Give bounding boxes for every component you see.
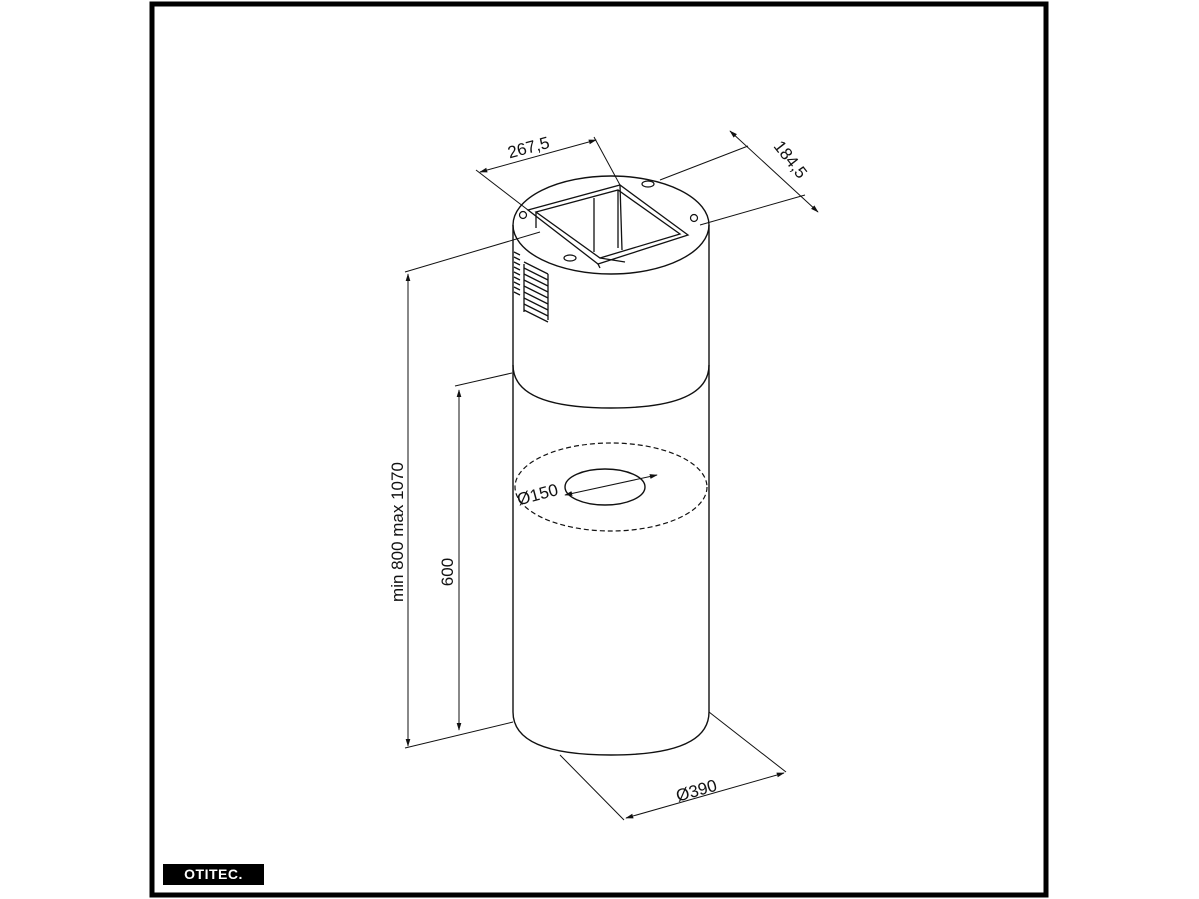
section-seam [512,364,710,409]
dim-duct-depth-label: 184,5 [770,137,811,182]
dimension-lines [404,130,819,821]
filter-dashed-circle [514,442,708,532]
dim-outlet-diameter-label: Ø150 [515,480,560,509]
dim-lower-height-label: 600 [438,558,457,586]
mounting-holes [518,180,699,262]
dim-body-diameter-label: Ø390 [674,776,719,806]
hood-body [512,175,710,756]
dim-total-height-label: min 800 max 1070 [388,462,407,602]
side-grille [513,251,549,323]
bottom-rim [512,711,710,756]
duct-opening [526,184,690,269]
drawing-frame [149,1,1049,898]
outlet-circle [564,468,646,506]
brand-logo: OTITEC. [163,864,264,885]
dim-duct-width-label: 267,5 [506,133,552,162]
